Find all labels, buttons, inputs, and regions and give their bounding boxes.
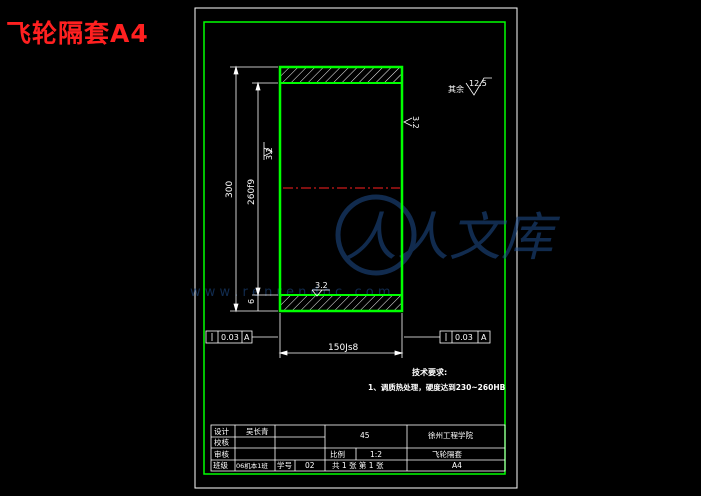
tech-notes-line1: 1、调质热处理，硬度达到230~260HB (368, 382, 506, 392)
svg-text:学号: 学号 (277, 460, 292, 470)
roughness-end: 3.2 (311, 281, 330, 297)
other-surfaces-label: 其余 (448, 84, 464, 94)
tolerance-frame-left: 0.03 A (205, 330, 278, 344)
svg-text:审核: 审核 (214, 449, 229, 459)
part-section (278, 65, 404, 313)
top-hatch (279, 66, 403, 84)
svg-text:徐州工程学院: 徐州工程学院 (428, 430, 473, 440)
title-block (210, 424, 506, 472)
svg-text:吴长青: 吴长青 (246, 426, 269, 436)
outer-border (194, 7, 518, 489)
svg-text:A: A (244, 333, 250, 342)
svg-text:设计: 设计 (214, 426, 229, 436)
dim-bore: 260f9 (247, 179, 257, 205)
bottom-hatch (279, 294, 403, 312)
tech-notes-heading: 技术要求: (412, 367, 447, 377)
general-roughness-value: 12.5 (469, 79, 487, 88)
dim-end-face: 6 (247, 299, 256, 304)
svg-text:0.03: 0.03 (221, 333, 239, 342)
title-block-text: 设计 吴长青 校核 审核 班级 06机本1班 学号 02 45 徐州工程学院 比… (213, 426, 473, 470)
watermark: 人人文库 w w w . r e n r e n d o c . c o m (190, 194, 561, 300)
dim-outer: 150Js8 (328, 343, 359, 353)
page-title: 飞轮隔套A4 (6, 19, 149, 48)
svg-text:3.2: 3.2 (411, 116, 420, 129)
svg-text:校核: 校核 (214, 437, 229, 447)
svg-text:1:2: 1:2 (370, 450, 382, 459)
part-outline (278, 65, 404, 313)
dimensions-vertical (230, 65, 278, 313)
svg-text:飞轮隔套: 飞轮隔套 (432, 449, 462, 459)
dimension-outer (278, 313, 404, 358)
inner-border (203, 21, 506, 475)
svg-text:3.2: 3.2 (315, 281, 328, 290)
roughness-general: 其余 12.5 (448, 77, 492, 96)
dim-overall-length: 300 (225, 181, 235, 198)
svg-text:共 1 张 第 1 张: 共 1 张 第 1 张 (332, 460, 384, 470)
svg-text:A: A (481, 333, 487, 342)
svg-text:3.2: 3.2 (265, 147, 274, 160)
roughness-outer: 3.2 (403, 116, 420, 129)
tolerance-frame-right: 0.03 A (404, 330, 491, 344)
watermark-text: 人人文库 (345, 208, 561, 268)
svg-text:比例: 比例 (330, 449, 345, 459)
svg-text:06机本1班: 06机本1班 (236, 461, 268, 470)
roughness-bore: 3.2 (263, 142, 274, 160)
svg-text:45: 45 (360, 431, 370, 440)
svg-text:02: 02 (305, 461, 315, 470)
svg-text:A4: A4 (452, 461, 462, 470)
svg-text:0.03: 0.03 (455, 333, 473, 342)
svg-text:班级: 班级 (213, 460, 228, 470)
